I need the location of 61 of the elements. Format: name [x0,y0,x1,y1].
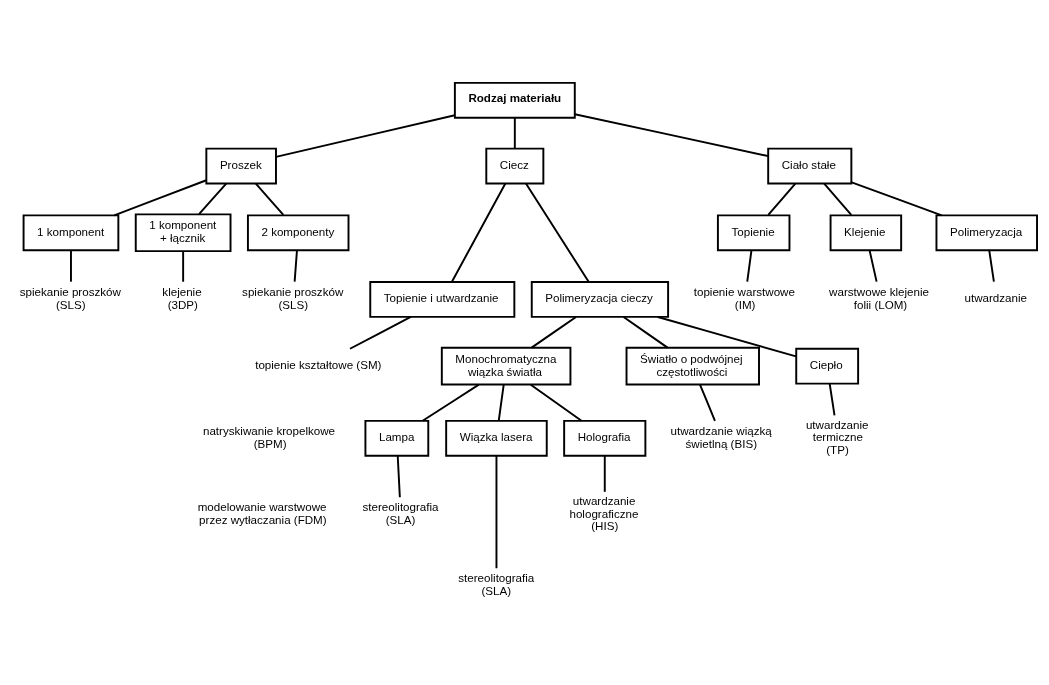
label: natryskiwanie kropelkowe (BPM) [202,423,336,450]
node-box: Polimeryzacja [935,213,1038,251]
connector [275,113,456,158]
node-box: Wiązka lasera [445,419,548,457]
node-text: utwardzanie [964,290,1028,304]
node-text: topienie warstwowe (IM) [693,284,795,311]
connector [113,178,208,216]
connector [988,248,995,283]
connector [396,454,401,498]
node-text: stereolitografia (SLA) [362,499,439,526]
node-box: Ciecz [485,147,545,184]
node-text: topienie kształtowe (SM) [255,357,382,371]
node-text: spiekanie proszków (SLS) [19,284,121,311]
connector [828,382,836,416]
node-box: Rodzaj materiału [453,81,576,119]
connector [530,315,577,349]
connector [349,315,412,350]
node-text: warstwowe klejenie folii (LOM) [829,284,930,311]
connector [622,315,669,349]
node-box: Ciepło [795,347,860,385]
connector [850,180,943,216]
node-text: klejenie (3DP) [162,284,202,311]
connector [293,248,298,283]
label: modelowanie warstwowe przez wytłaczania (FDM) [197,499,327,526]
node-box: 1 komponent [22,213,120,251]
connector [70,248,72,283]
node-box: Światło o podwójnej częstotliwości [625,346,760,386]
connector [573,112,769,157]
connector [198,182,228,215]
node-text: utwardzanie holograficzne (HIS) [569,493,639,532]
node-box: 2 komponenty [246,213,350,251]
node-box: Holografia [563,419,647,457]
node-text: utwardzanie wiązką świetlną (BIS) [670,423,772,450]
node-box: Klejenie [829,213,903,251]
node-box: Topienie i utwardzanie [369,280,516,318]
connector [868,248,878,283]
connector [495,454,498,569]
connector [513,116,516,149]
connector [450,182,507,283]
connector [656,315,797,357]
node-box: 1 komponent + łącznik [134,212,232,252]
connector [603,454,606,493]
node-text: spiekanie proszków (SLS) [242,284,344,311]
node-box: Lampa [364,419,430,457]
node-text: stereolitografia (SLA) [458,570,535,597]
node-box: Monochromatyczna wiązka światła [440,346,572,386]
node-box: Polimeryzacja cieczy [530,280,670,318]
connector [525,182,590,283]
node-box: Topienie [716,213,791,251]
node-box: Proszek [205,147,277,184]
connector [182,249,185,283]
connector [497,383,505,422]
node-box: Ciało stałe [767,147,853,184]
connector [421,383,480,422]
connector [823,182,853,216]
connector [767,182,797,216]
connector [529,383,583,422]
connector [699,383,716,422]
connector [254,182,285,216]
node-text: utwardzanie termiczne (TP) [805,417,869,456]
connector [746,248,753,283]
